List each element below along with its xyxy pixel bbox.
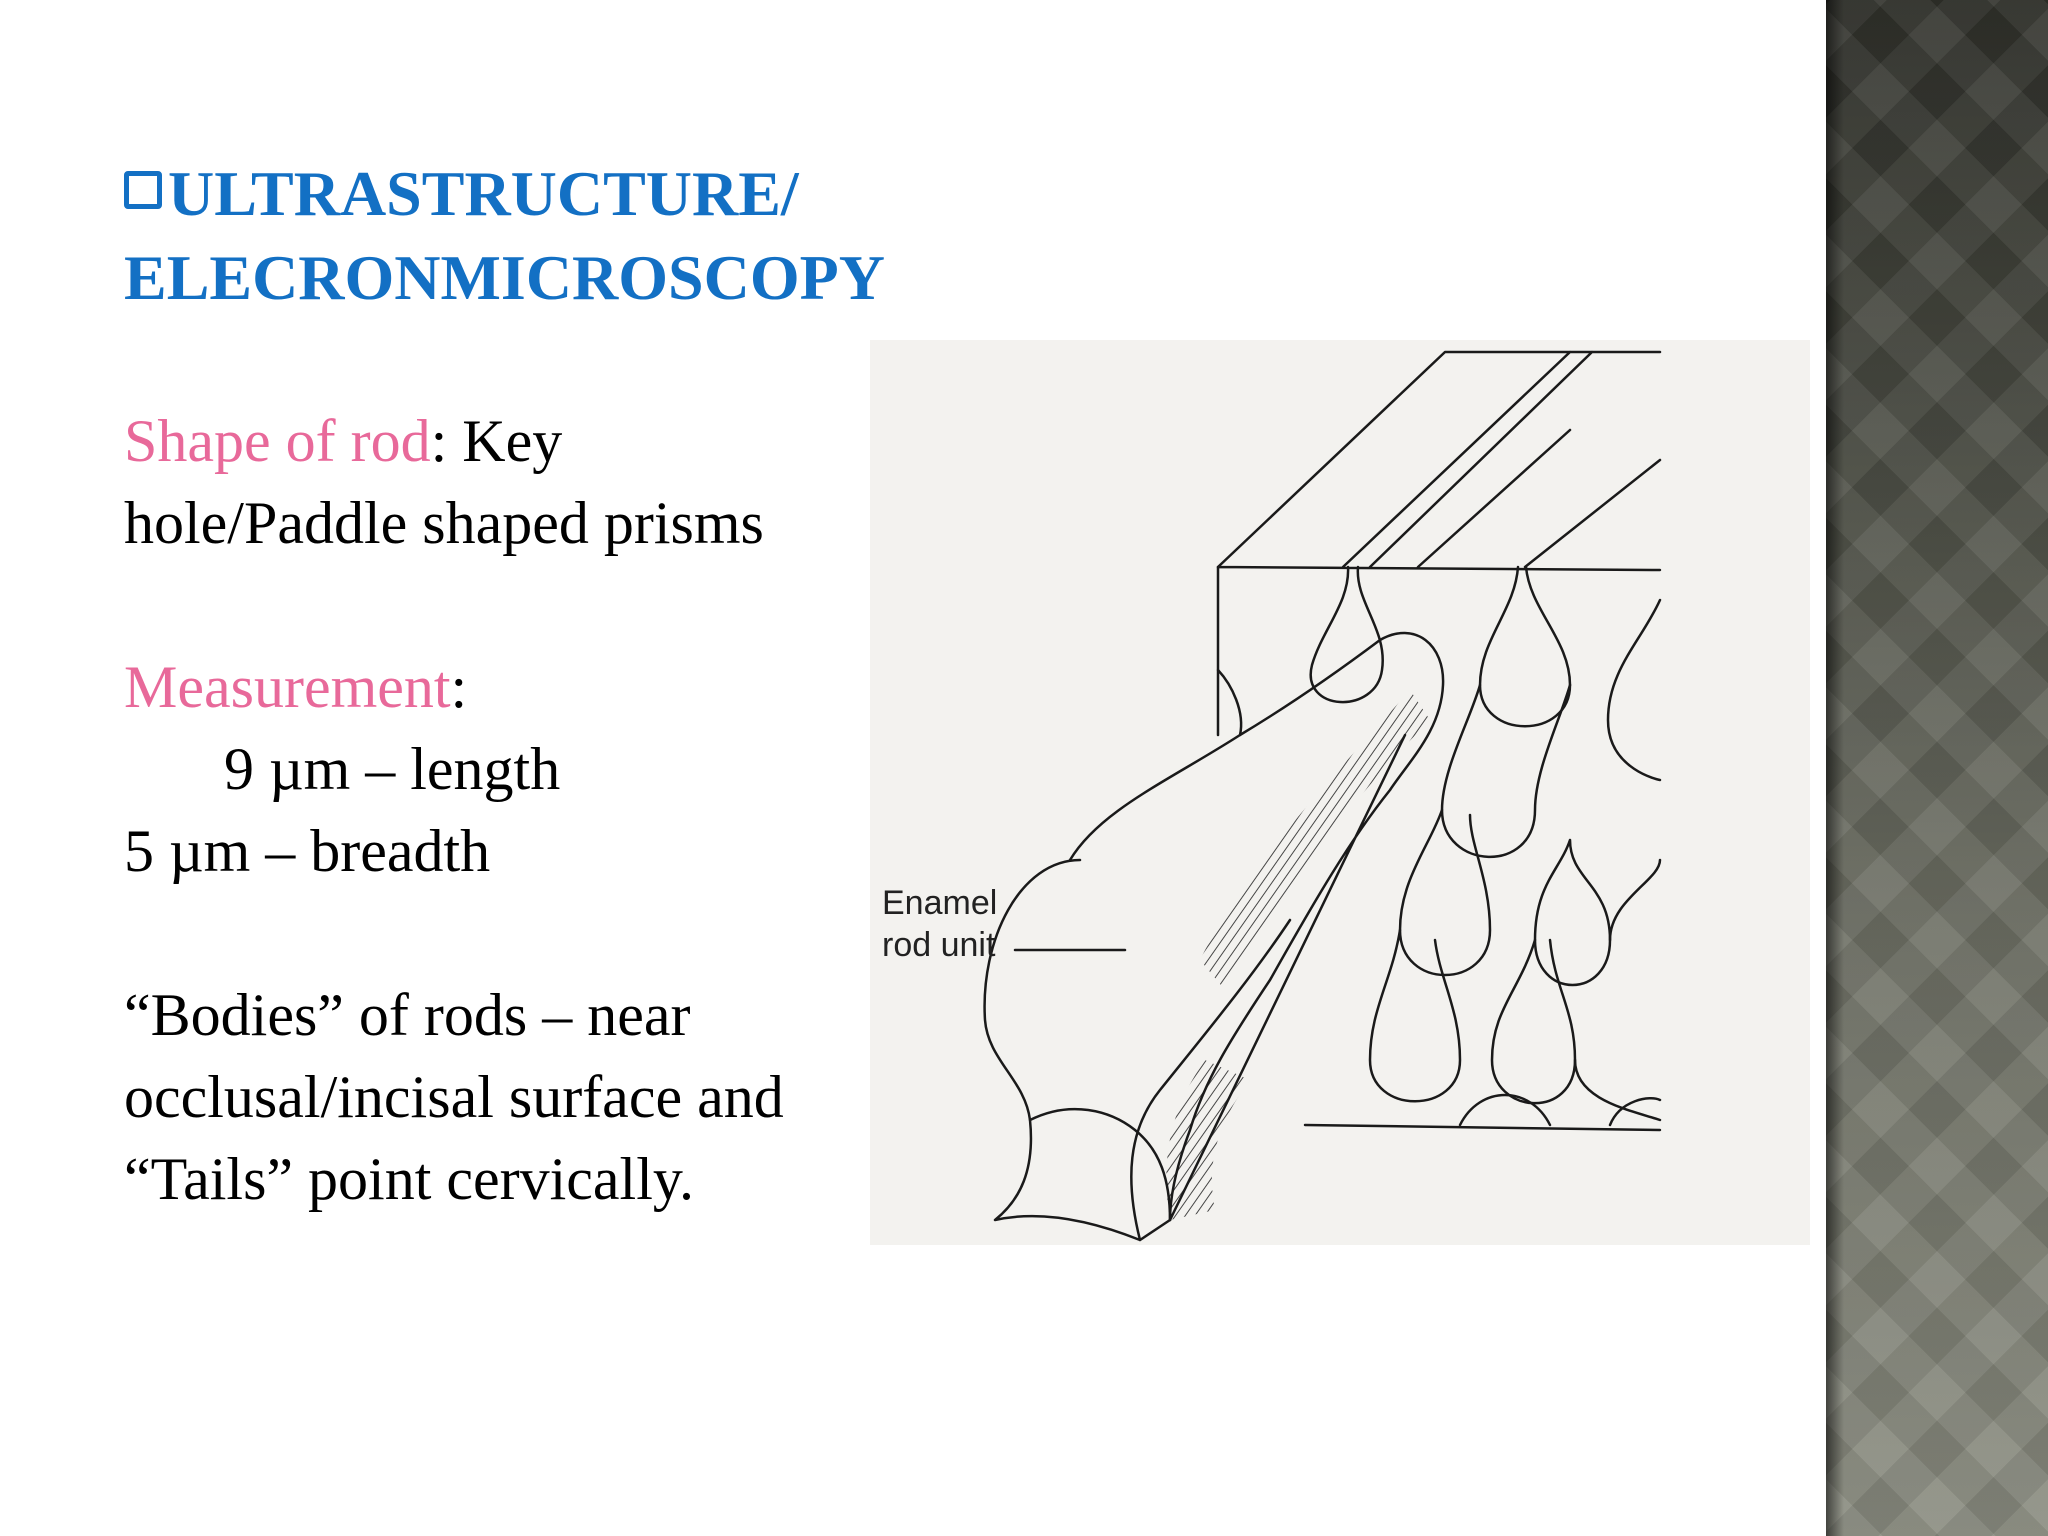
block-top-outline bbox=[1216, 350, 1662, 572]
rod-inner-curve bbox=[1130, 918, 1292, 1242]
rod-shading bbox=[1200, 690, 1430, 990]
measurement-label: Measurement bbox=[124, 654, 451, 720]
shape-line-1: Shape of rod: Key bbox=[124, 400, 884, 482]
block-bottom-edge bbox=[1303, 1123, 1662, 1132]
rod-body-outline bbox=[1068, 631, 1445, 1222]
rod-lattice bbox=[1216, 565, 1662, 1127]
decorative-side-band bbox=[1826, 0, 2048, 1536]
measurement-length: 9 µm – length bbox=[224, 736, 561, 802]
checkbox-bullet-icon bbox=[124, 171, 162, 209]
block-top-edge bbox=[1523, 458, 1662, 569]
figure-label-line-2: rod unit bbox=[882, 926, 996, 964]
bodies-line-3: “Tails” point cervically. bbox=[124, 1146, 694, 1212]
shape-line-2: hole/Paddle shaped prisms bbox=[124, 490, 764, 556]
shape-label: Shape of rod bbox=[124, 408, 431, 474]
measurement-colon: : bbox=[450, 654, 468, 720]
bodies-line-2: occlusal/incisal surface and bbox=[124, 1064, 784, 1130]
measurement-heading: Measurement: bbox=[124, 646, 884, 728]
measurement-breadth: 5 µm – breadth bbox=[124, 818, 491, 884]
enamel-rod-drawing bbox=[983, 350, 1662, 1242]
shape-text-1: : Key bbox=[430, 408, 563, 474]
spacer bbox=[124, 564, 884, 646]
rod-head-outline bbox=[983, 858, 1172, 1242]
slide-body: Shape of rod: Key hole/Paddle shaped pri… bbox=[124, 400, 884, 1220]
title-line-1: ULTRASTRUCTURE/ bbox=[168, 158, 799, 229]
title-line-2: ELECRONMICROSCOPY bbox=[124, 242, 885, 313]
figure-label-line-1: Enamel bbox=[882, 884, 998, 922]
figure-label: Enamel rod unit bbox=[882, 882, 997, 966]
enamel-rod-diagram: Enamel rod unit bbox=[870, 340, 1810, 1245]
spacer bbox=[124, 892, 884, 974]
bodies-line-1: “Bodies” of rods – near bbox=[124, 982, 691, 1048]
rod-tail-outline bbox=[1028, 1107, 1172, 1222]
slide-title: ULTRASTRUCTURE/ ELECRONMICROSCOPY bbox=[124, 152, 1024, 320]
